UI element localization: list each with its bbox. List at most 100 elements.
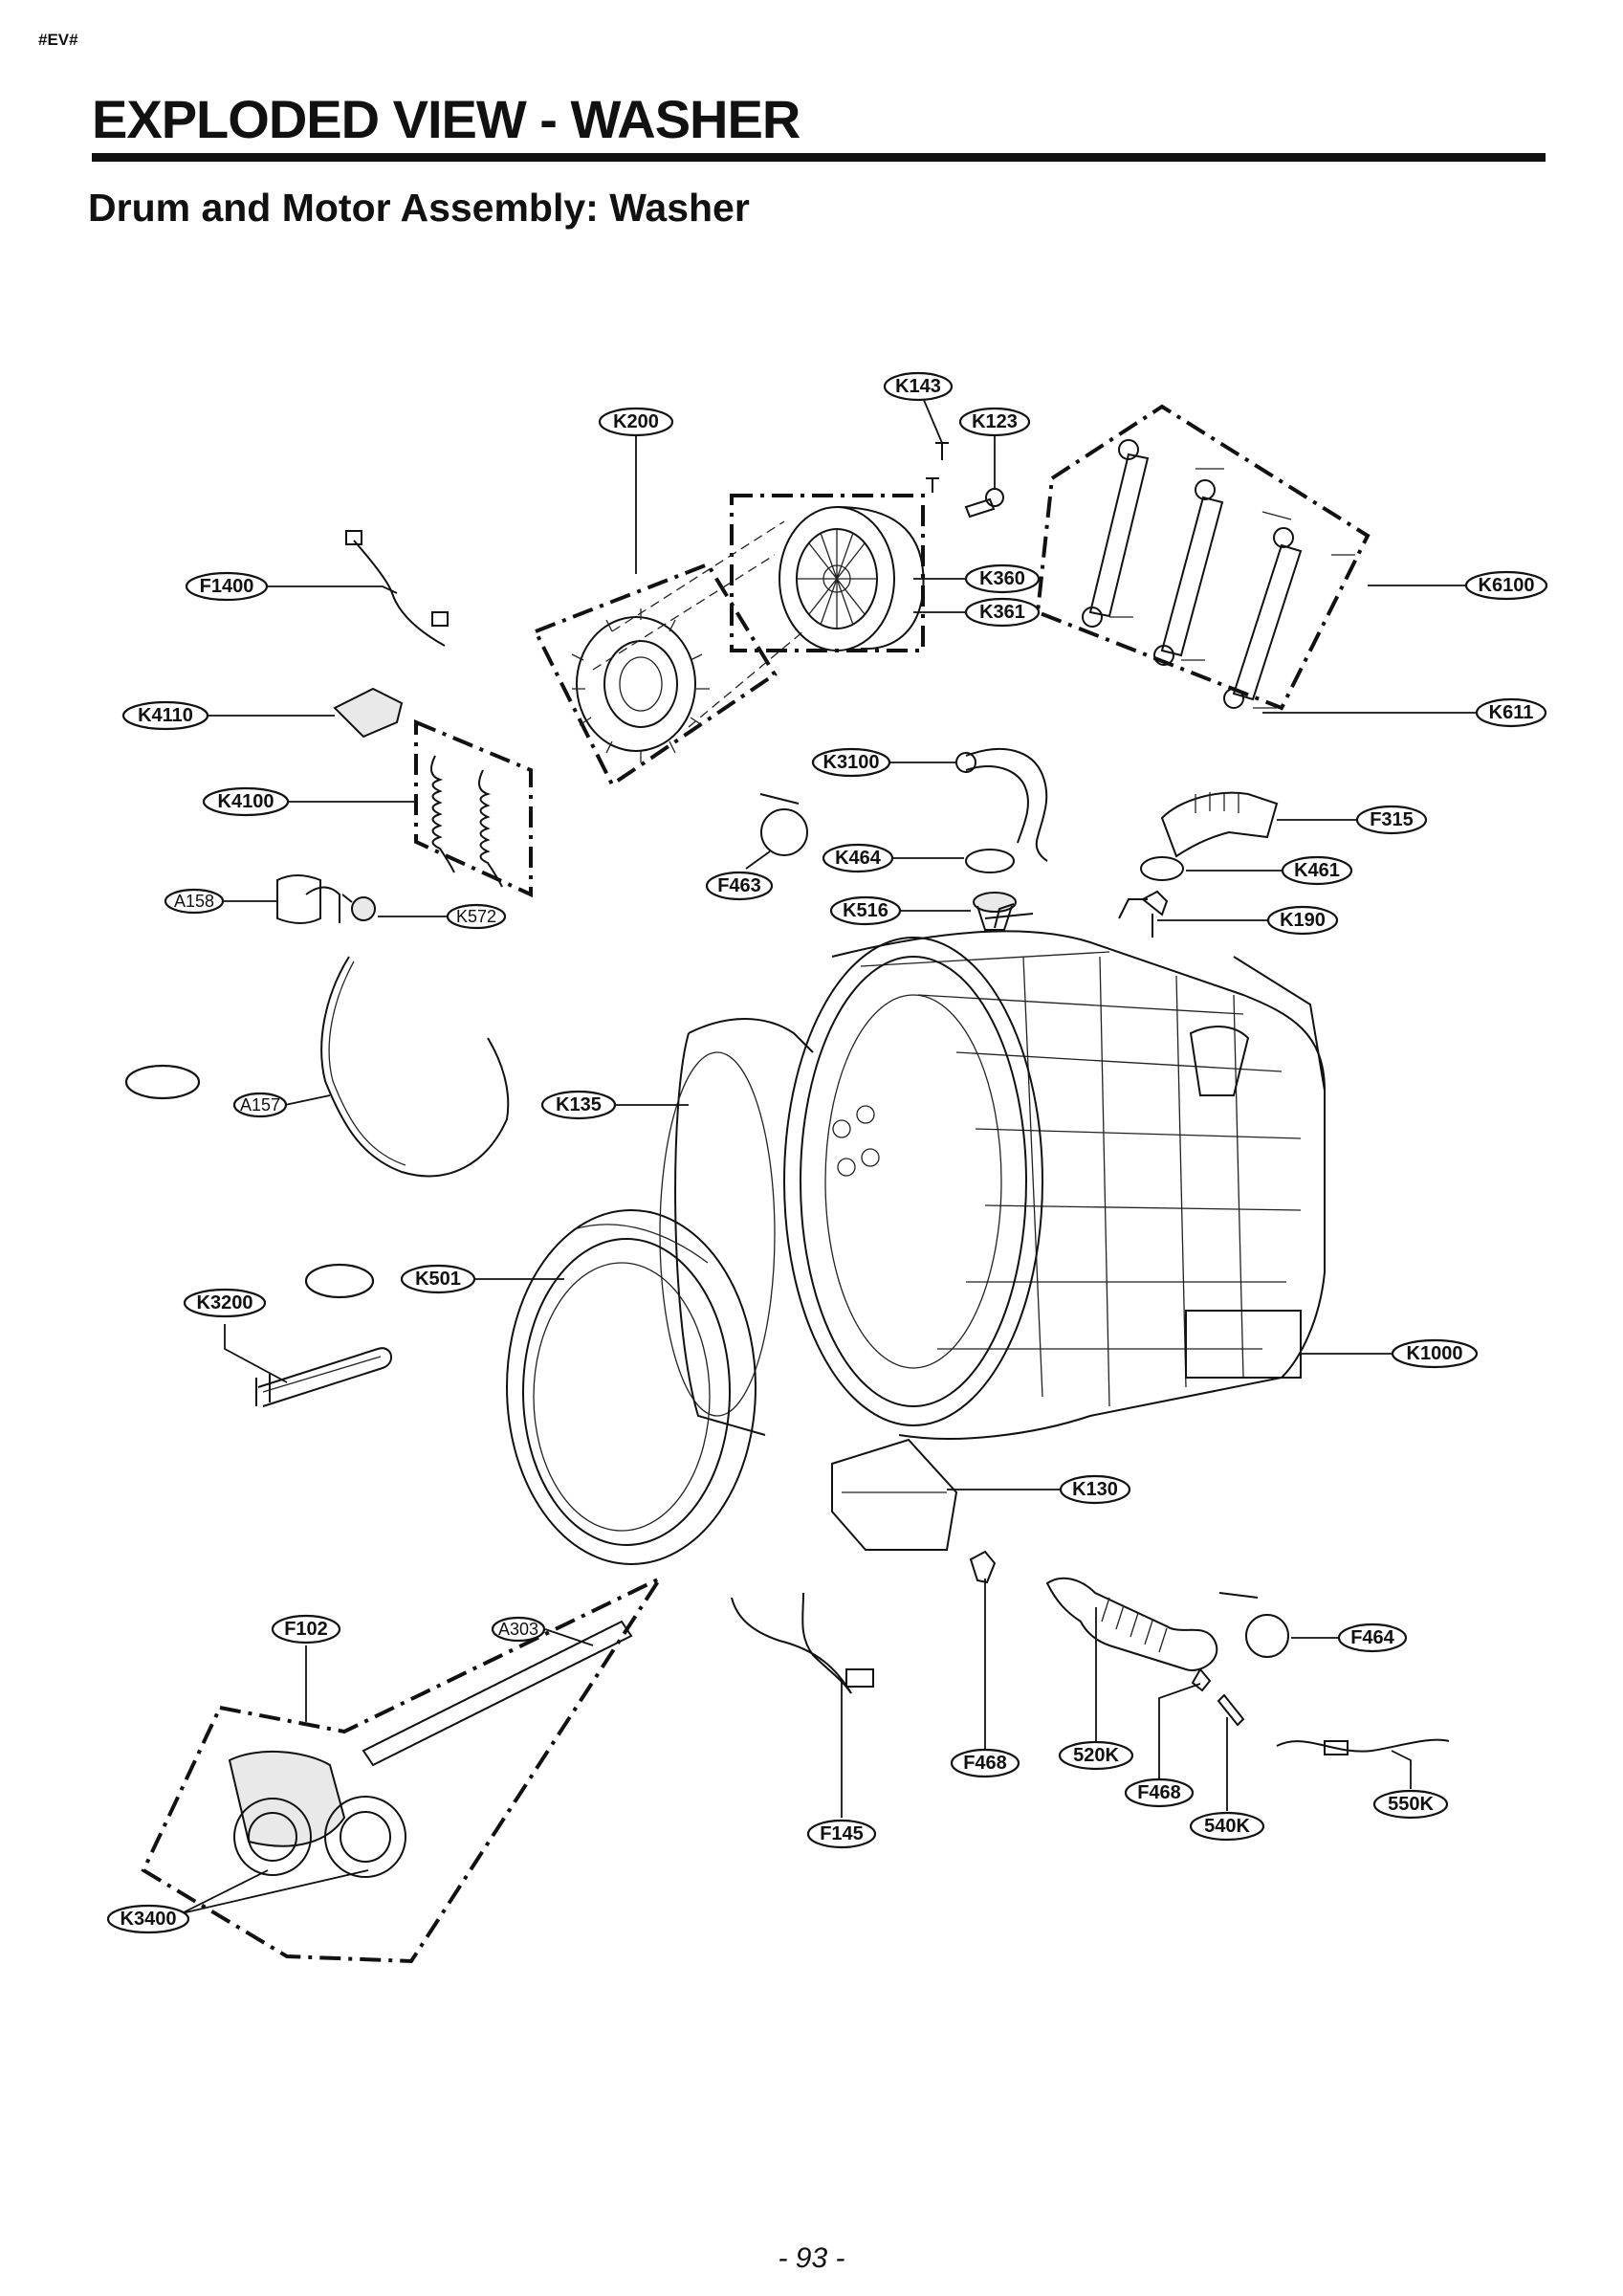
hose-k3100-part (955, 748, 1048, 862)
stator-part (592, 506, 925, 728)
svg-text:K143: K143 (895, 376, 941, 397)
svg-text:K3200: K3200 (197, 1292, 253, 1314)
svg-text:A158: A158 (174, 892, 214, 911)
callout-K143: K143 (883, 371, 954, 402)
svg-text:K130: K130 (1072, 1479, 1118, 1500)
callout-K4110: K4110 (121, 700, 209, 731)
callout-K135: K135 (540, 1090, 617, 1120)
svg-text:K1000: K1000 (1407, 1343, 1463, 1364)
callout-A157: A157 (232, 1092, 288, 1118)
page-title: EXPLODED VIEW - WASHER (92, 89, 801, 149)
svg-text:A157: A157 (240, 1095, 280, 1115)
callout-F468-b: F468 (1124, 1777, 1195, 1808)
harness-part (320, 956, 510, 1178)
gasket-part (506, 1209, 757, 1565)
svg-text:F468: F468 (1137, 1782, 1181, 1803)
svg-text:K611: K611 (1489, 702, 1534, 723)
svg-text:K464: K464 (835, 848, 882, 869)
svg-text:K572: K572 (456, 907, 496, 926)
svg-text:520K: 520K (1073, 1745, 1119, 1766)
callout-K501: K501 (400, 1264, 476, 1294)
svg-text:K361: K361 (979, 602, 1025, 623)
svg-text:K3100: K3100 (823, 752, 880, 773)
heater-pump-frame (141, 1574, 666, 1964)
drain-hose-parts (969, 1550, 1450, 1755)
callout-A303: A303 (491, 1616, 546, 1643)
callout-K361: K361 (964, 597, 1041, 628)
callout-K572: K572 (446, 903, 507, 930)
callout-K123: K123 (958, 407, 1031, 437)
svg-text:K200: K200 (613, 411, 659, 432)
spring-parts (430, 755, 503, 888)
svg-text:K516: K516 (843, 900, 888, 921)
callout-K3200: K3200 (183, 1288, 267, 1318)
svg-text:K4110: K4110 (138, 705, 193, 726)
callout-F145: F145 (806, 1819, 877, 1849)
svg-text:F1400: F1400 (200, 576, 254, 597)
svg-text:K4100: K4100 (218, 791, 274, 812)
svg-text:K190: K190 (1280, 910, 1326, 931)
leader-lines (181, 386, 1478, 1914)
svg-text:K501: K501 (415, 1269, 461, 1290)
callout-K464: K464 (822, 843, 894, 873)
damper-parts (1082, 439, 1355, 709)
page-subtitle: Drum and Motor Assembly: Washer (88, 186, 750, 230)
svg-text:K6100: K6100 (1479, 575, 1535, 596)
callout-K200: K200 (598, 407, 674, 437)
svg-text:K360: K360 (979, 568, 1025, 589)
svg-text:K123: K123 (972, 411, 1018, 432)
document-tag: #EV# (38, 31, 78, 49)
svg-text:F102: F102 (284, 1619, 328, 1640)
callout-F468-a: F468 (950, 1748, 1020, 1778)
callout-F315: F315 (1355, 805, 1428, 835)
svg-text:550K: 550K (1388, 1794, 1434, 1815)
callout-K6100: K6100 (1464, 570, 1548, 601)
callout-blank-1 (124, 1064, 201, 1100)
callout-K461: K461 (1281, 855, 1353, 886)
callout-blank-2 (304, 1263, 375, 1299)
svg-text:F315: F315 (1370, 809, 1414, 830)
callout-K3100: K3100 (811, 747, 891, 778)
svg-text:F464: F464 (1350, 1627, 1394, 1648)
svg-text:A303: A303 (498, 1620, 538, 1639)
callout-520K: 520K (1058, 1740, 1134, 1771)
svg-text:F145: F145 (820, 1823, 864, 1844)
svg-text:540K: 540K (1204, 1816, 1250, 1837)
title-rule (92, 153, 1546, 162)
callout-K1000: K1000 (1391, 1338, 1479, 1369)
svg-text:K461: K461 (1294, 860, 1340, 881)
page-number: - 93 - (778, 2242, 845, 2274)
svg-text:K3400: K3400 (121, 1909, 177, 1930)
damper-frame (1035, 404, 1371, 711)
svg-text:F463: F463 (717, 875, 761, 896)
svg-text:F468: F468 (963, 1753, 1007, 1774)
wire-part (345, 530, 449, 647)
rotor-stator-frame (533, 562, 778, 787)
tub-assembly-part (783, 898, 1326, 1440)
bracket-part (831, 1438, 958, 1551)
front-tub-part (659, 1018, 814, 1436)
callout-K190: K190 (1266, 905, 1339, 936)
callout-A158: A158 (164, 888, 225, 915)
callout-K4100: K4100 (202, 786, 290, 817)
motor-box-frame (730, 494, 925, 652)
callout-K130: K130 (1059, 1474, 1131, 1505)
callout-540K: 540K (1189, 1811, 1265, 1842)
small-fitting-parts (759, 791, 1279, 938)
svg-text:K135: K135 (556, 1094, 602, 1115)
callout-F1400: F1400 (185, 571, 269, 602)
callout-K611: K611 (1475, 697, 1547, 728)
rotor-part (571, 608, 710, 762)
callout-F463: F463 (705, 871, 774, 901)
heater-part (255, 1347, 392, 1407)
callout-K516: K516 (829, 895, 902, 926)
callout-K3400: K3400 (106, 1904, 190, 1934)
callout-550K: 550K (1372, 1789, 1449, 1820)
hose-clamp-parts (276, 874, 376, 924)
callout-F464: F464 (1337, 1623, 1408, 1653)
bolt-parts (926, 442, 1004, 519)
harness-f145-part (731, 1592, 874, 1694)
clip-part (333, 687, 404, 739)
callout-K360: K360 (964, 563, 1041, 594)
